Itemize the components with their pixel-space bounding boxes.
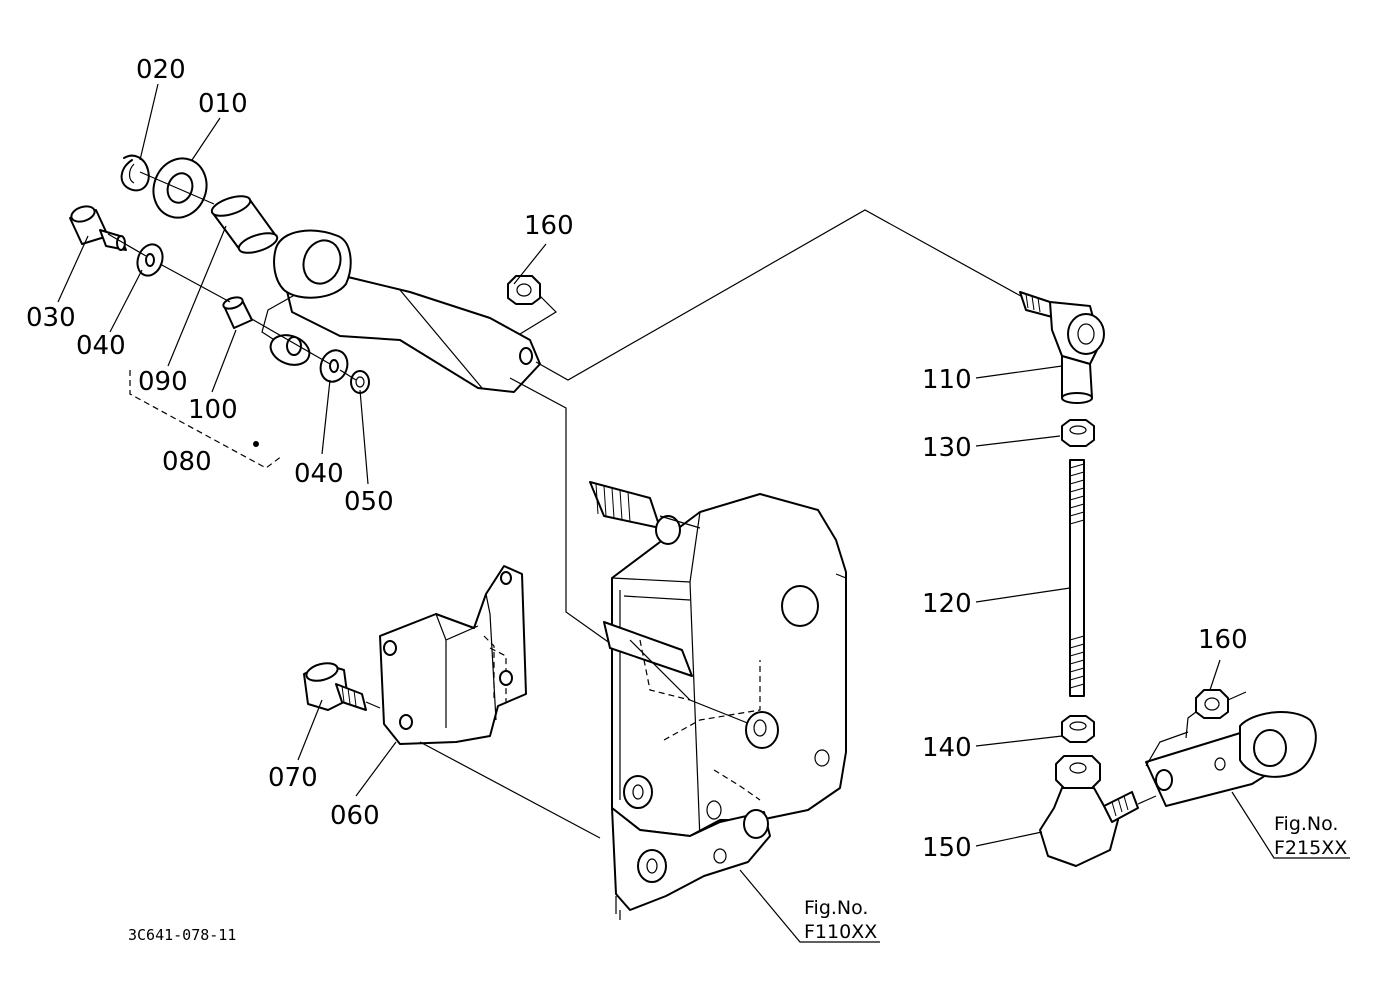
nut-140: [1061, 715, 1095, 743]
bracket-060: [379, 565, 601, 839]
label-030: 030: [26, 303, 76, 333]
ball-joint-110: [1019, 291, 1105, 404]
label-050: 050: [344, 487, 394, 517]
label-020: 020: [136, 55, 186, 85]
washer-040-lower: [319, 349, 349, 383]
label-010: 010: [198, 89, 248, 119]
washer-010: [152, 157, 208, 219]
nut-130: [1061, 419, 1095, 447]
lever-arm-080: [261, 229, 541, 393]
ball-joint-150: [1039, 755, 1157, 867]
label-120: 120: [922, 589, 972, 619]
nut-050: [350, 370, 370, 394]
label-110: 110: [922, 365, 972, 395]
nut-160-upper: [507, 275, 557, 335]
label-040-upper: 040: [76, 331, 126, 361]
drawing-code: 3C641-078-11: [128, 926, 236, 944]
label-060: 060: [330, 801, 380, 831]
bushing-100: [222, 296, 253, 329]
label-160-lower: 160: [1198, 625, 1248, 655]
centerline-upper: [107, 171, 357, 381]
fig-ref-f215-label: Fig.No.: [1274, 813, 1338, 835]
threaded-rod-120: [1069, 459, 1085, 697]
centerline-lever-to-rod: [535, 209, 1029, 381]
label-040-lower: 040: [294, 459, 344, 489]
fig-ref-f215-code: F215XX: [1274, 837, 1347, 859]
label-140: 140: [922, 733, 972, 763]
label-130: 130: [922, 433, 972, 463]
label-100: 100: [188, 395, 238, 425]
label-080: 080: [162, 447, 212, 477]
fig-ref-f110-code: F110XX: [804, 921, 877, 943]
snap-ring-020: [120, 154, 150, 192]
lever-arm-f215: [1145, 711, 1317, 807]
label-150: 150: [922, 833, 972, 863]
bushing-090: [210, 195, 279, 254]
label-070: 070: [268, 763, 318, 793]
washer-040-upper: [136, 243, 164, 277]
nut-160-lower: [1185, 689, 1247, 739]
label-090: 090: [138, 367, 188, 397]
group-dot: [253, 441, 259, 447]
collar-pin-030: [69, 205, 127, 251]
label-160-upper: 160: [524, 211, 574, 241]
housing-block: [589, 481, 847, 920]
bolt-070: [303, 662, 381, 711]
group-bracket-080: [129, 370, 283, 469]
fig-ref-f110-label: Fig.No.: [804, 897, 868, 919]
leader-lines: [57, 83, 1350, 943]
